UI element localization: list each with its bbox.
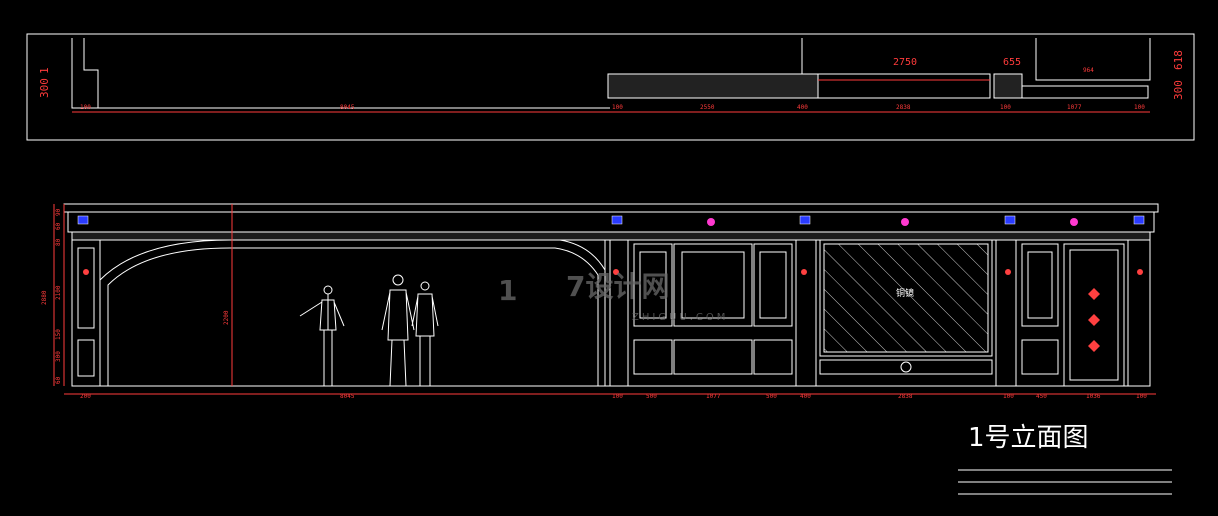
bottom-dim: 1036 bbox=[1086, 393, 1101, 400]
frieze bbox=[67, 211, 1155, 233]
drawing-title: 1号立面图 bbox=[968, 423, 1089, 453]
elevation-view bbox=[53, 203, 1159, 395]
left-dim: 300 bbox=[55, 351, 62, 362]
mirror-label: 铜镜 bbox=[896, 287, 914, 299]
plan-bottom-dim: 100 bbox=[1134, 104, 1145, 111]
bottom-dim: 1077 bbox=[706, 393, 721, 400]
plan-right-height-1: 300 bbox=[1172, 80, 1185, 100]
watermark-url: ZHIGUU.COM bbox=[632, 312, 728, 323]
figure-man bbox=[381, 274, 415, 387]
crown-moulding bbox=[71, 231, 1151, 241]
panel-pilaster-4 bbox=[1127, 239, 1151, 387]
bottom-dim: 8045 bbox=[340, 393, 355, 400]
bottom-dim: 200 bbox=[80, 393, 91, 400]
plan-bottom-dim: 2550 bbox=[700, 104, 715, 111]
sconce-5 bbox=[1137, 269, 1143, 275]
total-height: 2880 bbox=[41, 290, 48, 305]
blue-inlay-5 bbox=[1133, 215, 1145, 225]
ornaments bbox=[77, 215, 1145, 373]
panel-door-left bbox=[1021, 243, 1059, 327]
watermark-text: 7设计网 bbox=[566, 270, 669, 303]
plan-bottom-dim: 400 bbox=[797, 104, 808, 111]
plan-column bbox=[801, 38, 819, 98]
plan-bottom-dim: 1077 bbox=[1067, 104, 1082, 111]
figure-woman-pointing bbox=[299, 285, 345, 386]
human-figures bbox=[299, 274, 439, 387]
panel-pilaster-1 bbox=[609, 239, 629, 387]
panel-right-lower bbox=[753, 339, 793, 375]
door-medallions bbox=[1088, 288, 1100, 352]
panel-left-upper bbox=[633, 243, 673, 327]
watermark: 1 7设计网 ZHIGUU.COM bbox=[498, 270, 728, 323]
plan-right-cabinet bbox=[993, 73, 1023, 99]
mirror-base bbox=[819, 359, 993, 375]
bottom-dim: 2838 bbox=[898, 393, 913, 400]
left-dim: 60 bbox=[55, 222, 62, 230]
panel-pilaster-2 bbox=[795, 239, 817, 387]
sconce-4 bbox=[1005, 269, 1011, 275]
plan-left-height-1: 300 bbox=[38, 78, 51, 98]
sconce-1 bbox=[83, 269, 89, 275]
opening-height: 2200 bbox=[223, 310, 230, 325]
panel-center-upper bbox=[673, 243, 753, 327]
magenta-rosette-3 bbox=[1070, 218, 1078, 226]
bottom-dim: 100 bbox=[1003, 393, 1014, 400]
plan-left-height-2: 1 bbox=[38, 67, 51, 74]
mirror-panel bbox=[819, 239, 993, 357]
figure-woman bbox=[411, 281, 439, 386]
sconce-2 bbox=[613, 269, 619, 275]
mirror-knob bbox=[900, 361, 912, 373]
left-pilaster bbox=[71, 239, 101, 387]
blue-inlay-3 bbox=[799, 215, 811, 225]
plan-bottom-dim: 100 bbox=[80, 104, 91, 111]
left-dim: 150 bbox=[55, 329, 62, 340]
watermark-logo: 1 bbox=[498, 274, 517, 307]
cornice bbox=[63, 203, 1159, 213]
bottom-dim: 500 bbox=[766, 393, 777, 400]
plan-cabinet bbox=[607, 73, 819, 99]
left-dim: 90 bbox=[55, 208, 62, 216]
bottom-dim: 500 bbox=[646, 393, 657, 400]
plan-bottom-dim: 100 bbox=[612, 104, 623, 111]
plan-bottom-dim: 2838 bbox=[896, 104, 911, 111]
plan-right-height-2: 618 bbox=[1172, 50, 1185, 70]
plan-view bbox=[26, 33, 1195, 141]
plan-bottom-dim: 100 bbox=[1000, 104, 1011, 111]
left-dim: 80 bbox=[55, 238, 62, 246]
left-dim: 60 bbox=[55, 376, 62, 384]
plan-top-dim-1: 2750 bbox=[893, 57, 917, 68]
bottom-dim: 100 bbox=[1136, 393, 1147, 400]
bottom-dim: 450 bbox=[1036, 393, 1047, 400]
bottom-dim: 100 bbox=[612, 393, 623, 400]
plan-small-label: 964 bbox=[1083, 67, 1094, 74]
plan-right-wall bbox=[1021, 38, 1151, 99]
elevation-dimensions: 2880 2200 90 60 80 2100 150 300 60 200 8045 100 5… bbox=[41, 208, 1147, 400]
plan-frame bbox=[26, 33, 1195, 141]
plan-bottom-dim: 8045 bbox=[340, 104, 355, 111]
plan-left-wall bbox=[71, 38, 99, 109]
panel-right-upper bbox=[753, 243, 793, 327]
panel-center-lower bbox=[673, 339, 753, 375]
plan-dimensions: 300 1 300 618 2750 655 964 100 8045 100 255… bbox=[38, 50, 1185, 111]
panel-pilaster-3 bbox=[995, 239, 1017, 387]
arch-opening bbox=[99, 239, 606, 386]
plan-window bbox=[818, 73, 991, 99]
title-block bbox=[958, 469, 1172, 495]
plan-top-dim-2: 655 bbox=[1003, 57, 1021, 68]
magenta-rosette-1 bbox=[707, 218, 715, 226]
blue-inlay-1 bbox=[77, 215, 89, 225]
left-dim: 2100 bbox=[55, 285, 62, 300]
bottom-dim: 400 bbox=[800, 393, 811, 400]
sconce-3 bbox=[801, 269, 807, 275]
blue-inlay-4 bbox=[1004, 215, 1016, 225]
panel-left-lower bbox=[633, 339, 673, 375]
magenta-rosette-2 bbox=[901, 218, 909, 226]
blue-inlay-2 bbox=[611, 215, 623, 225]
